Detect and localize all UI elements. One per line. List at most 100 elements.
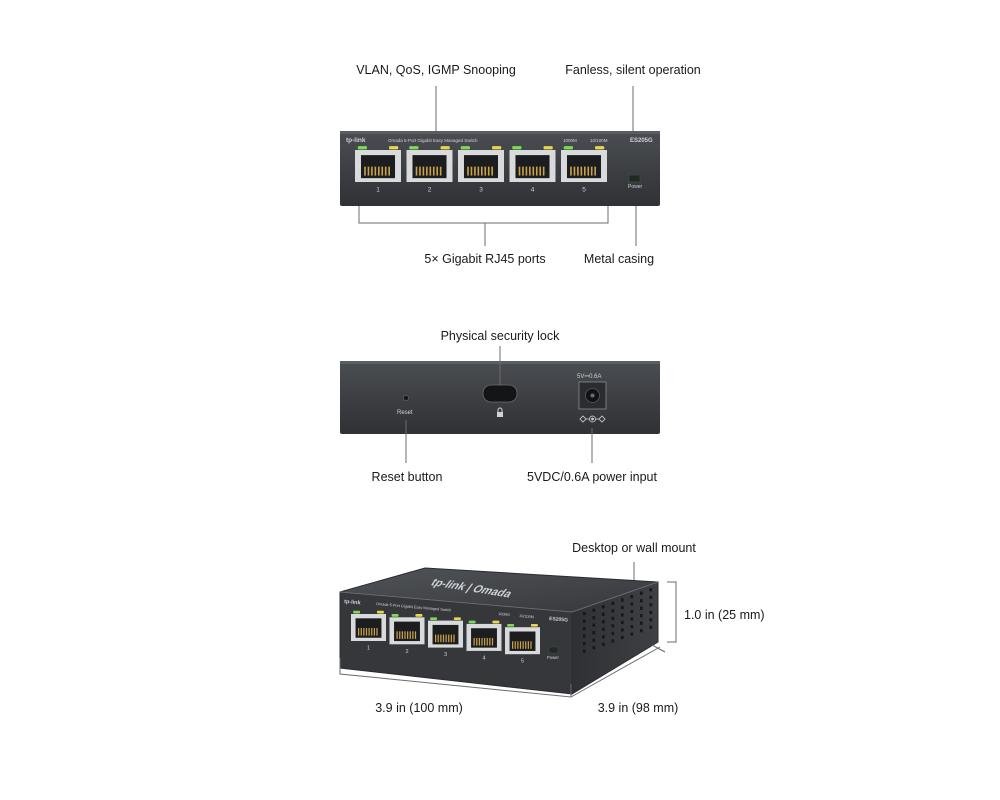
front-port-1[interactable]: 1 <box>355 146 401 194</box>
front-port-number: 4 <box>531 187 535 194</box>
front-power-led <box>628 174 641 183</box>
front-port-2[interactable]: 2 <box>406 146 453 194</box>
callout-width: 3.9 in (100 mm) <box>375 701 463 715</box>
front-port-contact <box>491 166 493 176</box>
front-power-label: Power <box>628 184 643 190</box>
vent-hole <box>640 621 643 625</box>
iso-port-led-green <box>353 610 361 614</box>
power-spec-label: 5V⎓0.6A <box>577 374 601 380</box>
vent-hole <box>592 608 596 612</box>
depth-dimension <box>570 646 661 698</box>
front-port-contact <box>590 166 593 176</box>
front-port-led-green <box>512 146 522 150</box>
front-switch-edge <box>340 131 660 134</box>
front-port-4[interactable]: 4 <box>509 146 556 194</box>
iso-port-contact <box>527 641 529 649</box>
iso-port-contact <box>376 628 378 636</box>
iso-speed-legend-10-100: 10/100M <box>519 614 534 619</box>
vent-hole <box>583 612 586 616</box>
vent-hole <box>611 616 615 620</box>
front-port-contact <box>535 166 538 176</box>
front-port-contact <box>388 166 390 176</box>
vent-hole <box>640 614 643 618</box>
front-port-3[interactable]: 3 <box>458 146 504 194</box>
callout-reset: Reset button <box>372 470 443 484</box>
front-port-contact <box>587 166 590 176</box>
callout-mount: Desktop or wall mount <box>572 541 696 555</box>
iso-port-led-yellow <box>415 614 423 617</box>
height-dimension <box>667 581 677 643</box>
vent-hole <box>630 625 634 629</box>
iso-port-led-yellow <box>530 623 538 627</box>
vent-hole <box>621 635 624 640</box>
vent-hole <box>640 606 643 610</box>
iso-port-contact <box>522 641 524 649</box>
security-lock-slot[interactable] <box>482 384 518 403</box>
front-speed-legend-1000: 1000M <box>563 138 577 143</box>
iso-port-contact <box>401 631 403 639</box>
vent-hole <box>583 627 586 631</box>
iso-port-contact <box>399 631 401 639</box>
front-port-led-green <box>357 146 367 150</box>
iso-port-contact <box>491 637 494 646</box>
iso-port-3[interactable]: 3 <box>428 617 463 658</box>
vent-hole <box>602 627 605 631</box>
iso-port-contact <box>450 634 452 643</box>
iso-port-contact <box>476 637 478 646</box>
iso-port-contact <box>440 634 442 643</box>
front-port-led-yellow <box>543 146 553 150</box>
front-port-led-yellow <box>595 146 605 150</box>
width-dimension <box>339 658 572 698</box>
vent-hole <box>649 588 653 592</box>
vent-hole <box>611 601 615 605</box>
callout-features: VLAN, QoS, IGMP Snooping <box>356 63 516 77</box>
lock-icon <box>497 407 503 417</box>
iso-port-contact <box>363 628 365 636</box>
iso-port-led-yellow <box>453 617 461 621</box>
callout-power: 5VDC/0.6A power input <box>527 470 657 484</box>
iso-port-contact <box>525 641 527 649</box>
iso-port-led-green <box>391 614 399 617</box>
front-product-line: Omada 5-Port Gigabit Easy Managed Switch <box>388 138 478 143</box>
front-port-5[interactable]: 5 <box>561 146 607 194</box>
iso-port-contact <box>448 634 450 643</box>
iso-port-contact <box>512 641 514 649</box>
iso-port-5[interactable]: 5 <box>505 623 540 665</box>
iso-port-2[interactable]: 2 <box>389 614 425 655</box>
polarity-icon <box>579 415 606 423</box>
iso-port-1[interactable]: 1 <box>351 610 386 652</box>
front-port-contact <box>570 166 572 176</box>
iso-port-contact <box>409 631 411 639</box>
vent-hole <box>640 591 643 595</box>
vent-hole <box>630 610 634 614</box>
reset-pinhole[interactable] <box>403 395 409 401</box>
iso-port-contact <box>481 637 483 646</box>
iso-port-contact <box>373 628 375 636</box>
iso-port-number: 5 <box>521 659 524 665</box>
reset-label: Reset <box>397 410 413 416</box>
front-port-contact <box>474 166 476 176</box>
front-port-contact <box>470 166 473 176</box>
vent-hole <box>602 642 605 646</box>
front-port-contact <box>378 166 380 176</box>
vent-hole <box>583 642 586 646</box>
front-port-contact <box>584 166 586 176</box>
front-port-contact <box>432 166 435 176</box>
iso-port-contact <box>473 637 475 646</box>
front-model-label: ES205G <box>630 138 653 144</box>
front-port-number: 1 <box>376 187 380 194</box>
iso-port-contact <box>435 634 437 643</box>
vent-hole <box>611 639 615 643</box>
iso-port-contact <box>414 631 417 639</box>
front-port-contact <box>573 166 576 176</box>
front-brand-logo: tp-link <box>346 137 366 144</box>
iso-port-contact <box>489 637 491 646</box>
callout-fanless: Fanless, silent operation <box>565 63 701 77</box>
iso-model-label: ES205G <box>549 616 568 624</box>
front-port-contact <box>580 166 583 176</box>
front-port-contact <box>532 166 535 176</box>
iso-port-4[interactable]: 4 <box>466 620 502 662</box>
front-port-contact <box>429 166 432 176</box>
